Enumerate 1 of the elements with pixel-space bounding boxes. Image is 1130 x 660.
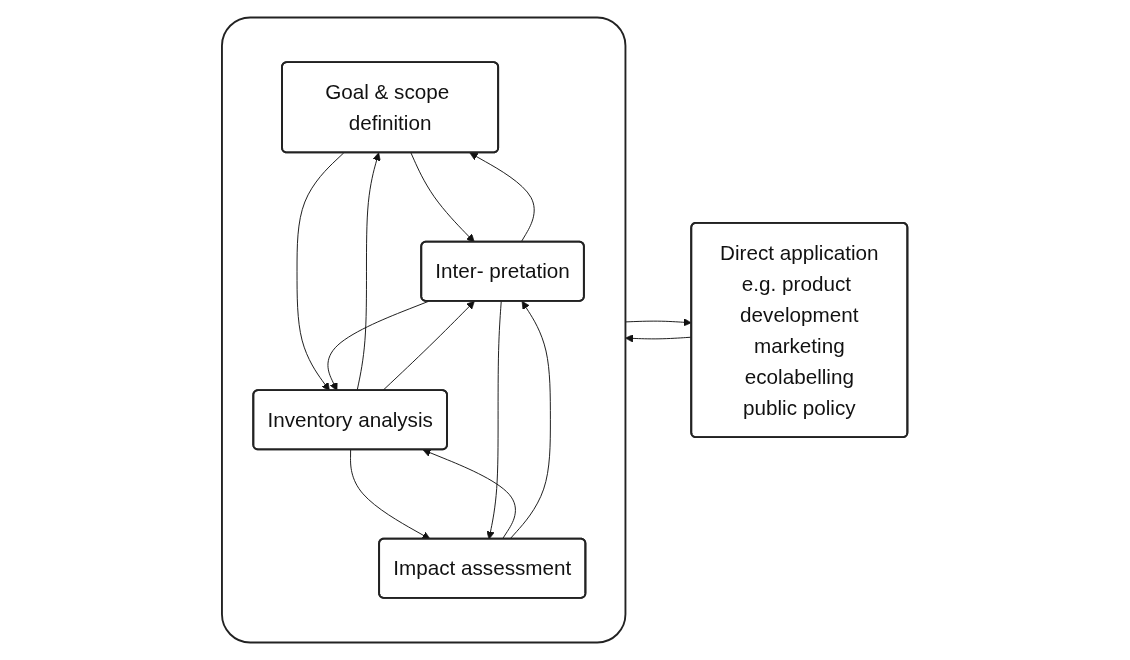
cluster [221,16,627,644]
